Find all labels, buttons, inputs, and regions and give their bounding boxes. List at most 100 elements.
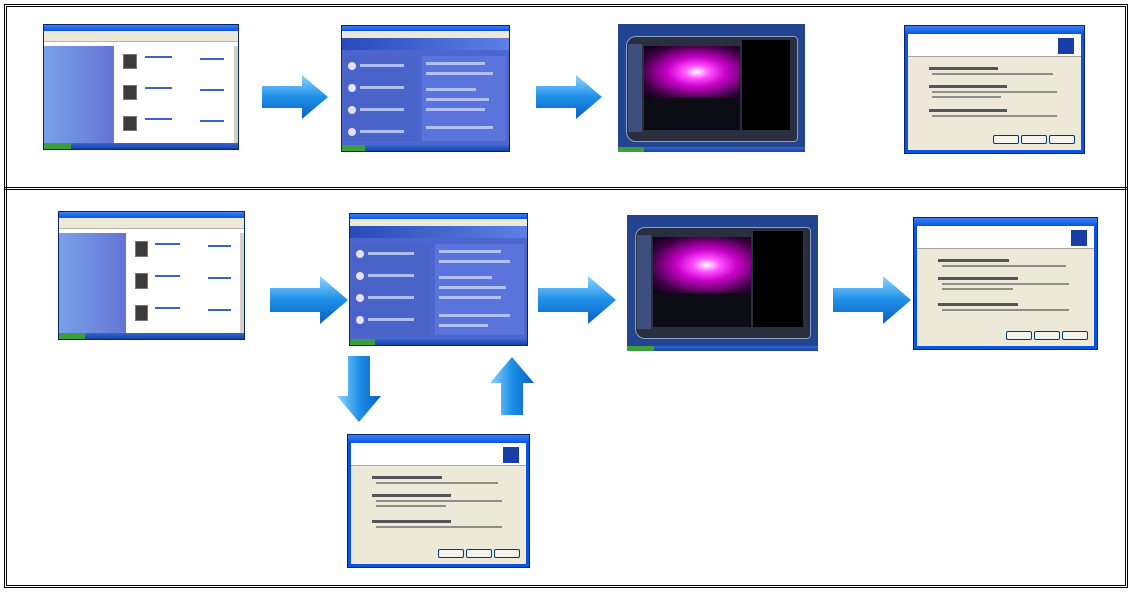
toolbar	[350, 219, 527, 226]
file-name	[155, 307, 181, 309]
wizard-option	[938, 277, 1018, 280]
task-link	[438, 324, 488, 327]
file-thumbnail	[134, 273, 149, 289]
file-thumbnail	[134, 305, 149, 321]
topic-link	[360, 64, 404, 67]
start-button	[350, 339, 375, 345]
title-bar	[342, 26, 509, 31]
topic-link	[360, 86, 404, 89]
file-list	[113, 46, 234, 143]
network-wizard-screenshot	[904, 25, 1085, 154]
wizard-option-text	[375, 482, 498, 484]
help-body	[342, 50, 509, 145]
task-link	[438, 260, 511, 263]
wizard-header	[908, 34, 1081, 57]
file-name	[155, 243, 181, 245]
topic-icon	[356, 316, 364, 324]
file-link	[200, 88, 225, 91]
task-pane	[44, 46, 114, 143]
cancel-button	[1049, 135, 1075, 144]
file-thumbnail	[123, 115, 138, 132]
menu-bar	[44, 31, 238, 35]
network-icon	[1057, 37, 1075, 55]
task-link	[426, 98, 490, 101]
file-thumbnail	[123, 53, 138, 70]
wizard-option-text	[941, 265, 1066, 267]
wizard-option-text	[941, 288, 1013, 290]
taskbar	[59, 333, 244, 339]
file-thumbnail	[134, 241, 149, 257]
topic-link	[360, 130, 404, 133]
wizard-body	[351, 466, 526, 564]
player-sidebar	[628, 44, 642, 132]
playlist	[753, 231, 803, 327]
menu-bar	[59, 218, 244, 222]
topic-icon	[348, 128, 356, 136]
back-button	[1006, 331, 1032, 340]
task-pane	[59, 233, 126, 333]
taskbar	[627, 346, 818, 351]
arrow-down-icon	[337, 356, 381, 422]
media-player-screenshot	[618, 24, 805, 152]
toolbar	[44, 35, 238, 42]
cancel-button	[494, 549, 520, 558]
tasks-column	[434, 244, 524, 335]
wizard-option-text	[941, 283, 1070, 285]
wizard-option	[372, 520, 451, 523]
start-button	[59, 333, 85, 339]
file-name	[145, 55, 172, 58]
topic-icon	[348, 62, 356, 70]
arrow-up-icon	[490, 357, 534, 415]
file-link	[207, 245, 231, 247]
now-playing-panel	[653, 293, 751, 327]
task-link	[426, 108, 485, 111]
wizard-option-text	[375, 505, 446, 507]
file-link	[207, 309, 231, 311]
scrollbar	[240, 233, 244, 333]
task-link	[426, 126, 494, 129]
arrow-right-icon	[536, 75, 602, 119]
back-button	[438, 549, 464, 558]
explorer-window-screenshot	[58, 211, 245, 340]
next-button	[466, 549, 492, 558]
file-name	[145, 86, 172, 89]
title-bar	[905, 26, 1084, 34]
start-button	[627, 346, 654, 351]
visualization	[644, 46, 740, 98]
start-button	[44, 143, 72, 149]
file-name	[155, 275, 181, 277]
task-link	[438, 250, 502, 253]
wizard-option-text	[932, 96, 1002, 98]
wizard-option	[928, 67, 998, 70]
next-button	[1021, 135, 1047, 144]
wizard-header	[917, 226, 1094, 249]
taskbar	[44, 143, 238, 149]
file-link	[200, 57, 225, 60]
network-wizard-screenshot	[347, 434, 530, 568]
topics-column	[352, 244, 430, 335]
network-icon	[502, 446, 520, 464]
arrow-right-icon	[262, 75, 328, 119]
task-link	[438, 276, 493, 279]
wizard-option-text	[375, 500, 502, 502]
playlist	[742, 40, 790, 130]
toolbar	[342, 31, 509, 38]
wizard-option	[372, 494, 451, 497]
file-link	[207, 277, 231, 279]
tasks-column	[422, 56, 506, 141]
wizard-header	[351, 443, 526, 466]
task-link	[438, 314, 511, 317]
title-bar	[348, 435, 529, 443]
wizard-option-text	[932, 115, 1057, 117]
media-player-screenshot	[627, 215, 818, 351]
network-wizard-screenshot	[913, 217, 1098, 350]
arrow-right-icon	[270, 276, 348, 324]
topic-link	[368, 252, 414, 255]
title-bar	[914, 218, 1097, 226]
arrow-right-icon	[833, 276, 911, 324]
task-link	[438, 286, 506, 289]
taskbar	[350, 339, 527, 345]
title-bar	[59, 212, 244, 218]
topic-icon	[356, 294, 364, 302]
help-center-screenshot	[341, 25, 510, 152]
